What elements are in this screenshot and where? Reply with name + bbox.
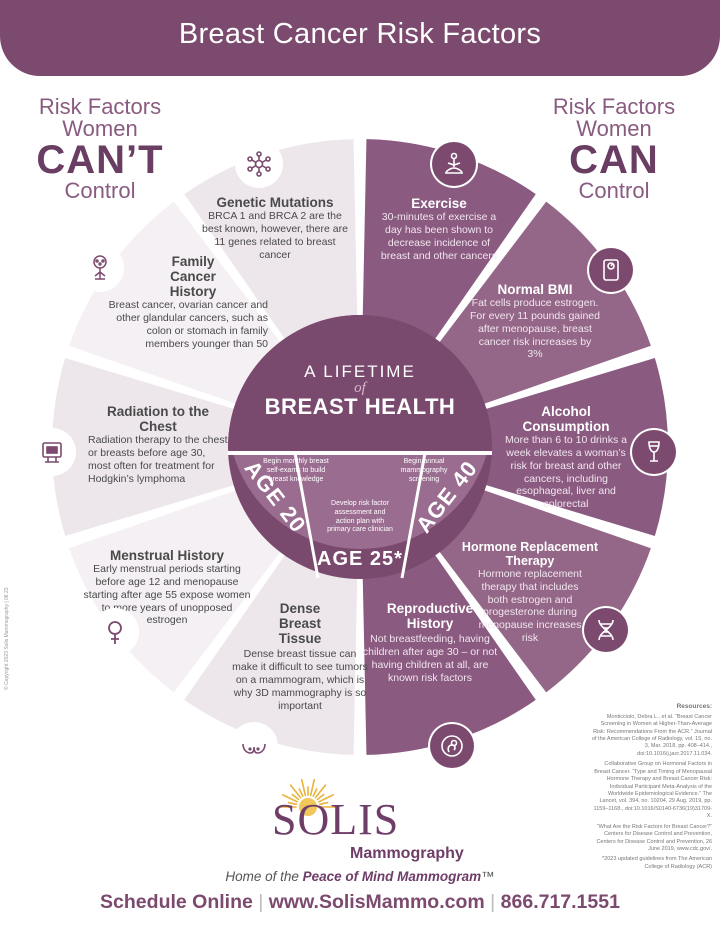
segment-reproductive-history: Reproductive History Not breastfeeding, …: [360, 601, 500, 684]
sun-ray: [289, 784, 302, 799]
phone-number[interactable]: 866.717.1551: [500, 891, 620, 913]
segment-title: Exercise: [411, 196, 467, 211]
center-line2: of: [354, 380, 366, 396]
tagline-bold: Peace of Mind Mammogram: [302, 869, 482, 884]
age20-text: Begin monthly breast self-exams to build…: [263, 458, 329, 483]
segment-radiation: Radiation to the Chest Radiation therapy…: [88, 404, 228, 485]
solis-sun-logo: [279, 778, 337, 816]
segment-genetic-mutations: Genetic Mutations BRCA 1 and BRCA 2 are …: [200, 195, 350, 261]
center-bottom: [233, 453, 487, 550]
center-line3: BREAST HEALTH: [264, 394, 456, 419]
sun-ray: [291, 793, 300, 801]
sun-ray: [281, 794, 298, 803]
can-line4: Control: [578, 178, 650, 203]
family-tree-icon: [78, 246, 122, 290]
can-control-heading: Risk Factors Women CAN Control: [534, 96, 694, 202]
sun-ray: [287, 801, 298, 806]
can-line2: Women: [576, 116, 652, 141]
resource-item: “What Are the Risk Factors for Breast Ca…: [596, 823, 712, 852]
tagline-tm: ™: [481, 869, 495, 884]
segment-body: Early menstrual periods starting before …: [83, 563, 251, 627]
title-banner: Breast Cancer Risk Factors: [0, 0, 720, 76]
cant-line4: Control: [64, 178, 136, 203]
copyright-text: © Copyright 2023 Solis Mammography | 08.…: [4, 587, 10, 690]
cant-big: CAN’T: [36, 138, 164, 182]
dna-network-icon: [237, 142, 281, 186]
sun-ray: [318, 801, 329, 806]
segment-title: Menstrual History: [109, 548, 225, 563]
segment-body: Dense breast tissue can make it difficul…: [232, 648, 368, 712]
yoga-icon: [432, 142, 476, 186]
cant-line1: Risk Factors: [38, 94, 162, 119]
resource-item: *2023 updated guidelines from The Americ…: [602, 856, 712, 870]
segment-body: BRCA 1 and BRCA 2 are the best known, ho…: [202, 210, 348, 261]
segment-title: Family Cancer History: [169, 254, 217, 300]
center-line1: A LIFETIME: [304, 362, 416, 381]
segment-body: More than 6 to 10 drinks a week elevates…: [505, 434, 627, 511]
center-top: [228, 315, 492, 447]
segment-body: Breast cancer, ovarian cancer and other …: [108, 299, 268, 350]
sun-ray: [300, 778, 307, 797]
segment-body: Fat cells produce estrogen. For every 11…: [470, 297, 600, 361]
footer-contact: Schedule Online | www.SolisMammo.com | 8…: [0, 891, 720, 914]
tagline-pre: Home of the: [225, 869, 303, 884]
website-link[interactable]: www.SolisMammo.com: [268, 891, 485, 913]
segment-family-history: Family Cancer History Breast cancer, ova…: [108, 254, 268, 351]
segment-body: 30-minutes of exercise a day has been sh…: [380, 211, 498, 262]
female-symbol-icon: [93, 610, 137, 654]
sun-ray: [309, 778, 316, 797]
can-line1: Risk Factors: [552, 94, 676, 119]
segment-title: Radiation to the Chest: [107, 404, 209, 435]
segment-body: Not breastfeeding, having children after…: [362, 633, 498, 684]
cant-line2: Women: [62, 116, 138, 141]
center-label: A LIFETIME of BREAST HEALTH: [250, 362, 470, 420]
wedge-radiation: [51, 357, 360, 537]
sun-ray: [318, 794, 335, 803]
age25-text: Develop risk factor assessment and actio…: [327, 500, 393, 534]
wine-glass-icon: [632, 430, 676, 474]
segment-exercise: Exercise 30-minutes of exercise a day ha…: [372, 196, 506, 262]
age40-text: Begin annual mammography screening: [400, 458, 448, 483]
page-title: Breast Cancer Risk Factors: [178, 18, 542, 50]
segment-title: Hormone Replacement Therapy: [461, 540, 599, 568]
segment-title: Dense Breast Tissue: [278, 601, 322, 647]
pregnancy-icon: [430, 724, 474, 768]
age25-label: AGE 25*: [317, 548, 403, 570]
segment-menstrual-history: Menstrual History Early menstrual period…: [82, 548, 252, 627]
wedge-alcohol: [360, 357, 669, 537]
schedule-online-link[interactable]: Schedule Online: [100, 891, 253, 913]
sun-ray: [298, 788, 304, 797]
sun-ray: [316, 793, 325, 801]
logo-wordmark: SOLIS: [272, 795, 400, 844]
footer-separator: |: [490, 891, 501, 913]
segment-title: Alcohol Consumption: [522, 404, 610, 435]
segment-title: Reproductive History: [386, 601, 474, 632]
segment-body: Hormone replacement therapy that include…: [478, 568, 582, 644]
segment-dense-tissue: Dense Breast Tissue Dense breast tissue …: [230, 601, 370, 712]
resources-title: Resources:: [676, 703, 712, 710]
segment-hormone-therapy: Hormone Replacement Therapy Hormone repl…: [452, 540, 608, 645]
footer-separator: |: [258, 891, 269, 913]
scale-icon: [589, 248, 633, 292]
resource-item: Monticciolo, Debra L., et al. “Breast Ca…: [591, 713, 712, 757]
breast-icon: [232, 724, 276, 768]
segment-body: Radiation therapy to the chest or breast…: [88, 434, 228, 485]
can-big: CAN: [569, 138, 659, 182]
segment-title: Genetic Mutations: [216, 195, 334, 210]
dna-helix-icon: [584, 608, 628, 652]
logo-subtitle: Mammography: [350, 845, 464, 862]
radiation-machine-icon: [30, 430, 74, 474]
segment-alcohol: Alcohol Consumption More than 6 to 10 dr…: [498, 404, 634, 511]
cant-control-heading: Risk Factors Women CAN’T Control: [20, 96, 180, 202]
segment-title: Normal BMI: [497, 282, 573, 297]
resource-item: Collaborative Group on Hormonal Factors …: [593, 761, 712, 820]
sun-ray: [314, 784, 327, 799]
segment-normal-bmi: Normal BMI Fat cells produce estrogen. F…: [470, 282, 600, 361]
resources-block: Resources: Monticciolo, Debra L., et al.…: [590, 703, 712, 871]
sun-ray: [312, 788, 318, 797]
tagline: Home of the Peace of Mind Mammogram™: [0, 869, 720, 884]
